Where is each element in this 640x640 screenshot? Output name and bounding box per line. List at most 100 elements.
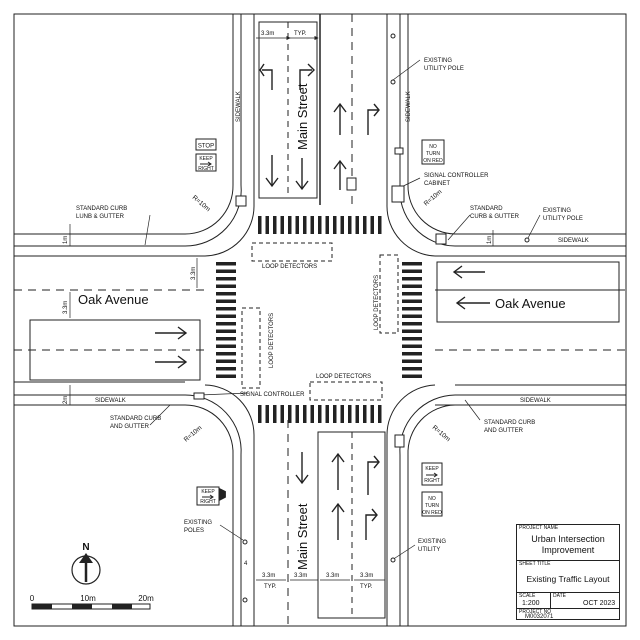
crosswalk-stripe xyxy=(355,405,359,423)
signal-head-nw xyxy=(235,195,247,207)
dim-lane-s-4: 3.3m xyxy=(360,573,373,579)
dim-2m-w: 2m xyxy=(63,396,69,404)
arrow-west-east-2 xyxy=(455,296,490,310)
sidewalk-label-ne: SIDEWALK xyxy=(406,91,412,122)
crosswalk-stripe xyxy=(280,405,284,423)
corner-curbs xyxy=(184,184,456,456)
existing-utility-pole-label-2: UTILITY POLE xyxy=(424,66,464,72)
ntor-se-onred: ON RED xyxy=(422,510,442,516)
dim-typ-s-2: TYP. xyxy=(360,584,373,590)
crosswalk-stripe xyxy=(288,405,292,423)
dimension-lines xyxy=(69,35,494,581)
dim-typ-n: TYP. xyxy=(294,31,307,37)
no-turn-on-red-sign-ne xyxy=(421,139,445,165)
arrow-up-south-2 xyxy=(331,502,345,540)
loop-detectors xyxy=(241,242,399,401)
keep-right-sign-sw xyxy=(196,486,220,506)
crosswalks xyxy=(216,216,422,423)
oak-avenue-label-west: Oak Avenue xyxy=(78,292,149,307)
sign-mount-ne xyxy=(394,147,404,155)
ntor-ne-onred: ON RED xyxy=(423,158,443,164)
stop-sign-nw xyxy=(195,138,217,151)
keep-right-se-arrow-icon xyxy=(426,472,438,478)
signal-heads xyxy=(193,147,447,448)
utility-poles xyxy=(242,33,530,603)
keep-right-sign-se xyxy=(421,462,443,486)
dim-lane-s-1: 3.3m xyxy=(262,573,275,579)
loop-detectors-label-e: LOOP DETECTORS xyxy=(374,275,380,330)
scale-bar-label-10: 10m xyxy=(80,594,96,603)
keep-right-nw-right: RIGHT xyxy=(198,166,214,172)
dim-1m-e: 1m xyxy=(487,236,493,244)
crosswalk-stripe xyxy=(402,262,422,266)
std-curb-and-gutter-sw-label-2: AND GUTTER xyxy=(110,424,150,430)
existing-utility-pole-e-label-2: UTILITY POLE xyxy=(543,216,583,222)
radius-label-ne: R=10m xyxy=(423,189,444,208)
no-turn-on-red-sign-se xyxy=(421,491,443,517)
arrow-right-turn-south-2 xyxy=(365,508,378,540)
crosswalk-stripe xyxy=(402,374,422,378)
project-name-line-2: Improvement xyxy=(541,545,595,555)
crosswalk-stripe xyxy=(318,405,322,423)
crosswalk-stripe xyxy=(216,329,236,333)
ntor-ne-no: NO xyxy=(429,144,437,150)
crosswalk-stripe xyxy=(402,269,422,273)
arrow-up-north-1 xyxy=(333,102,347,135)
signs-ne: NO TURN ON RED xyxy=(421,139,445,165)
crosswalk-stripe xyxy=(216,374,236,378)
crosswalk-stripe xyxy=(333,405,337,423)
crosswalk-stripe xyxy=(370,216,374,234)
crosswalk-stripe xyxy=(402,314,422,318)
crosswalk-stripe xyxy=(265,405,269,423)
dim-lane-w-1: 3.3m xyxy=(191,267,197,280)
crosswalk-stripe xyxy=(310,216,314,234)
arrow-down-north-1 xyxy=(265,155,279,188)
keep-right-nw-arrow-icon xyxy=(200,161,212,167)
crosswalk-stripe xyxy=(216,292,236,296)
existing-poles-label-2: POLES xyxy=(184,528,204,534)
arrow-right-turn-south xyxy=(367,455,380,495)
signal-controller-cabinet-label-2: CABINET xyxy=(424,181,450,187)
signal-controller-label: SIGNAL CONTROLLER xyxy=(240,392,305,398)
crosswalk-stripe xyxy=(273,405,277,423)
title-block-sheet-title: SHEET TITLE Existing Traffic Layout xyxy=(517,561,619,593)
signal-head-ne xyxy=(435,233,447,245)
sheet-title: Existing Traffic Layout xyxy=(526,574,610,584)
title-block-project-name: PROJECT NAME Urban Intersection Improvem… xyxy=(517,525,619,561)
signal-controller-cabinet xyxy=(391,185,405,203)
ntor-se-turn: TURN xyxy=(425,503,439,509)
crosswalk-stripe xyxy=(355,216,359,234)
main-street-label-north: Main Street xyxy=(295,83,310,150)
crosswalk-stripe xyxy=(402,344,422,348)
crosswalk-stripe xyxy=(216,322,236,326)
crosswalk-stripe xyxy=(402,337,422,341)
keep-right-nw-keep: KEEP xyxy=(199,156,213,162)
crosswalk-stripe xyxy=(348,216,352,234)
ntor-ne-turn: TURN xyxy=(426,151,440,157)
crosswalk-stripe xyxy=(340,405,344,423)
arrow-left-turn-north xyxy=(259,63,273,90)
east-leg xyxy=(435,233,626,406)
sheet-title-label: SHEET TITLE xyxy=(519,561,551,567)
std-curb-and-gutter-se-label-1: STANDARD CURB xyxy=(484,420,535,426)
lane-arrows xyxy=(155,63,490,540)
crosswalk-stripe xyxy=(216,307,236,311)
arrow-east-west-1 xyxy=(155,326,188,340)
south-leg xyxy=(232,420,409,626)
radius-label-se: R=10m xyxy=(431,424,452,443)
scale-value: 1:200 xyxy=(522,600,540,607)
dim-1m-w: 1m xyxy=(63,236,69,244)
crosswalk-stripe xyxy=(340,216,344,234)
crosswalk-stripe xyxy=(216,367,236,371)
crosswalk-stripe xyxy=(402,322,422,326)
radius-label-nw: R=10m xyxy=(191,194,212,213)
keep-right-se-keep: KEEP xyxy=(425,466,439,472)
crosswalk-stripe xyxy=(216,262,236,266)
crosswalk-stripe xyxy=(333,216,337,234)
stop-sign-nw-label: STOP xyxy=(198,144,214,150)
crosswalk-stripe xyxy=(363,216,367,234)
crosswalk-stripe xyxy=(378,405,382,423)
dim-typ-s-1: TYP. xyxy=(264,584,277,590)
crosswalk-stripe xyxy=(325,216,329,234)
sidewalk-label-nw: SIDEWALK xyxy=(236,91,242,122)
